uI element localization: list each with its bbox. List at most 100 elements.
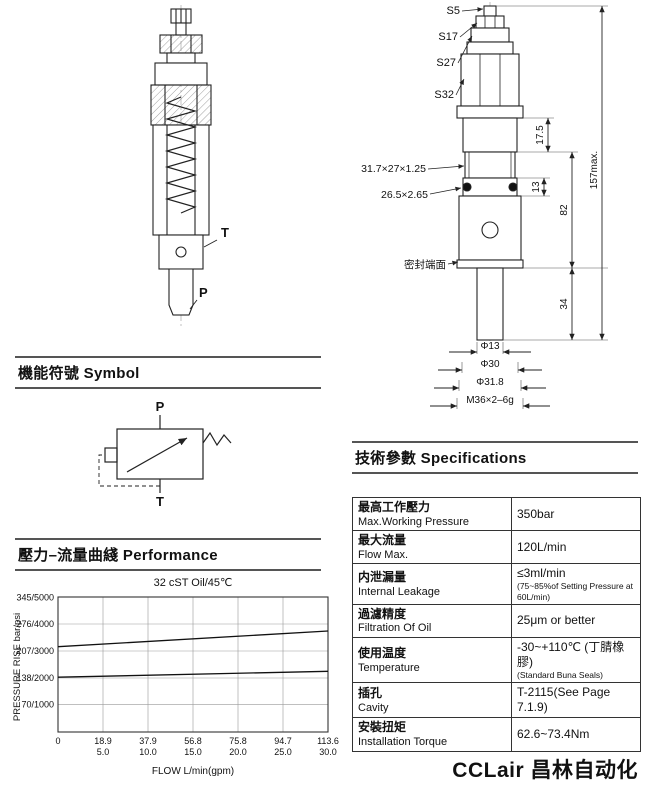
chart-y-axis-label: PRESSURE RISE bar/psi — [12, 613, 23, 721]
chart-y-tick-labels: 70/1000 138/2000 207/3000 276/4000 345/5… — [16, 593, 54, 710]
spec-key: 内泄漏量 Internal Leakage — [352, 563, 512, 605]
left-feature-labels: 31.7×27×1.25 26.5×2.65 密封端面 — [361, 163, 465, 271]
svg-text:56.8: 56.8 — [184, 736, 202, 746]
spec-value-cell: 62.6~73.4Nm — [511, 717, 641, 752]
spec-key-cn: 内泄漏量 — [358, 570, 407, 585]
performance-section-header: 壓力–流量曲綫 Performance — [15, 538, 321, 571]
dim-34: 34 — [559, 298, 570, 310]
valve-dimension-drawing: S5 S17 S27 S32 31.7×27×1.25 26.5×2.65 密封… — [361, 2, 608, 409]
chart-x-axis-label: FLOW L/min(gpm) — [152, 766, 234, 777]
thread-m36-label: M36×2–6g — [466, 395, 514, 406]
svg-text:207/3000: 207/3000 — [16, 646, 54, 656]
spec-value: T-2115(See Page 7.1.9) — [517, 685, 611, 715]
dia-13-label: Φ13 — [480, 341, 500, 352]
spec-value: ≤3ml/min — [517, 566, 566, 581]
svg-text:37.9: 37.9 — [139, 736, 157, 746]
spec-key-cn: 插孔 — [358, 686, 383, 701]
spec-value-cell: T-2115(See Page 7.1.9) — [511, 682, 641, 719]
symbol-arrow — [126, 437, 188, 473]
svg-text:5.0: 5.0 — [97, 747, 110, 757]
dia-30-label: Φ30 — [480, 359, 500, 370]
chart-gridlines — [58, 597, 328, 732]
svg-text:138/2000: 138/2000 — [16, 673, 54, 683]
dim-17-5: 17.5 — [535, 125, 546, 145]
spec-value-note: (Standard Buna Seals) — [517, 670, 603, 681]
brand-logo-en: CCLair — [452, 759, 525, 782]
spec-key: 插孔 Cavity — [352, 682, 512, 719]
svg-text:10.0: 10.0 — [139, 747, 157, 757]
dimension-valve-outline — [456, 5, 524, 341]
performance-chart: 32 cST Oil/45℃ PRESSURE RISE bar/psi 70/… — [12, 577, 339, 777]
spec-key-en: Temperature — [358, 661, 420, 674]
specs-table: 最高工作壓力 Max.Working Pressure 350bar 最大流量 … — [352, 496, 641, 752]
spec-row-flow-max: 最大流量 Flow Max. 120L/min — [352, 530, 641, 565]
spec-key-cn: 使用温度 — [358, 646, 407, 661]
spec-value-note: (75~85%of Setting Pressure at 60L/min) — [517, 581, 633, 602]
dim-13: 13 — [531, 181, 542, 193]
spec-row-installation-torque: 安裝扭矩 Installation Torque 62.6~73.4Nm — [352, 717, 641, 752]
svg-text:113.6: 113.6 — [317, 736, 339, 746]
symbol-spring — [202, 431, 232, 447]
spec-value-cell: 120L/min — [511, 530, 641, 565]
s17-label: S17 — [438, 31, 458, 43]
spec-row-temperature: 使用温度 Temperature -30~+110℃ (丁腈橡膠) (Stand… — [352, 637, 641, 684]
svg-text:25.0: 25.0 — [274, 747, 292, 757]
valve-cross-section-drawing: T P — [150, 5, 229, 327]
oring-size-label: 26.5×2.65 — [381, 189, 428, 201]
chart-series-lines — [57, 630, 329, 678]
symbol-port-t: T — [156, 494, 164, 509]
svg-text:15.0: 15.0 — [184, 747, 202, 757]
chart-plot-border — [57, 596, 329, 733]
spec-value: -30~+110℃ (丁腈橡膠) — [517, 640, 625, 670]
bottom-diameter-dimensions: Φ13 Φ30 Φ31.8 M36×2–6g — [430, 341, 550, 409]
s27-label: S27 — [436, 57, 456, 69]
svg-text:345/5000: 345/5000 — [16, 593, 54, 603]
chart-x-tick-labels: 0 18.9 5.0 37.9 10.0 56.8 15.0 75.8 20.0… — [55, 736, 338, 757]
chart-series-1 — [57, 670, 329, 678]
cross-section-port-labels: T P — [189, 225, 229, 310]
spec-key-en: Internal Leakage — [358, 585, 440, 598]
spec-key-cn: 安裝扭矩 — [358, 720, 407, 735]
spec-key-cn: 最大流量 — [358, 533, 407, 548]
spec-value-cell: ≤3ml/min (75~85%of Setting Pressure at 6… — [511, 563, 641, 605]
spec-key: 安裝扭矩 Installation Torque — [352, 717, 512, 752]
spec-key-en: Cavity — [358, 701, 389, 714]
svg-text:30.0: 30.0 — [319, 747, 337, 757]
chart-title: 32 cST Oil/45℃ — [154, 577, 233, 589]
svg-text:70/1000: 70/1000 — [21, 700, 54, 710]
svg-text:75.8: 75.8 — [229, 736, 247, 746]
svg-text:0: 0 — [55, 736, 60, 746]
spec-key-cn: 最高工作壓力 — [358, 500, 431, 514]
s32-label: S32 — [434, 89, 454, 101]
spec-value: 350bar — [517, 506, 555, 521]
seal-face-label: 密封端面 — [404, 258, 446, 271]
spec-value-cell: 25μm or better — [511, 603, 641, 639]
spec-row-filtration: 過濾精度 Filtration Of Oil 25μm or better — [352, 603, 641, 639]
spec-row-cavity: 插孔 Cavity T-2115(See Page 7.1.9) — [352, 682, 641, 719]
spec-key-en: Installation Torque — [358, 735, 448, 748]
spec-key-en: Filtration Of Oil — [358, 622, 432, 635]
spec-key: 最高工作壓力 Max.Working Pressure — [352, 496, 512, 532]
svg-text:20.0: 20.0 — [229, 747, 247, 757]
port-p-label: P — [199, 285, 208, 300]
spec-value-cell: -30~+110℃ (丁腈橡膠) (Standard Buna Seals) — [511, 637, 641, 684]
port-t-label: T — [221, 225, 229, 240]
dim-157max: 157max. — [589, 151, 600, 189]
dim-82: 82 — [559, 204, 570, 216]
spec-key-en: Flow Max. — [358, 548, 409, 561]
cross-section-spring — [164, 96, 198, 214]
wrench-size-labels: S5 S17 S27 S32 — [434, 5, 484, 101]
specs-section-header: 技術參數 Specifications — [352, 441, 638, 474]
spec-key: 過濾精度 Filtration Of Oil — [352, 603, 512, 639]
svg-text:94.7: 94.7 — [274, 736, 292, 746]
thread-spec-label: 31.7×27×1.25 — [361, 163, 426, 175]
svg-text:276/4000: 276/4000 — [16, 619, 54, 629]
right-side-dimensions: 17.5 13 82 34 157max. — [496, 5, 608, 341]
brand-logo: CCLair 昌林自动化 — [452, 754, 638, 784]
spec-row-internal-leakage: 内泄漏量 Internal Leakage ≤3ml/min (75~85%of… — [352, 563, 641, 605]
symbol-pilot-line — [98, 454, 160, 487]
spec-row-max-working-pressure: 最高工作壓力 Max.Working Pressure 350bar — [352, 496, 641, 532]
spec-key: 最大流量 Flow Max. — [352, 530, 512, 565]
dia-31-8-label: Φ31.8 — [476, 377, 504, 388]
